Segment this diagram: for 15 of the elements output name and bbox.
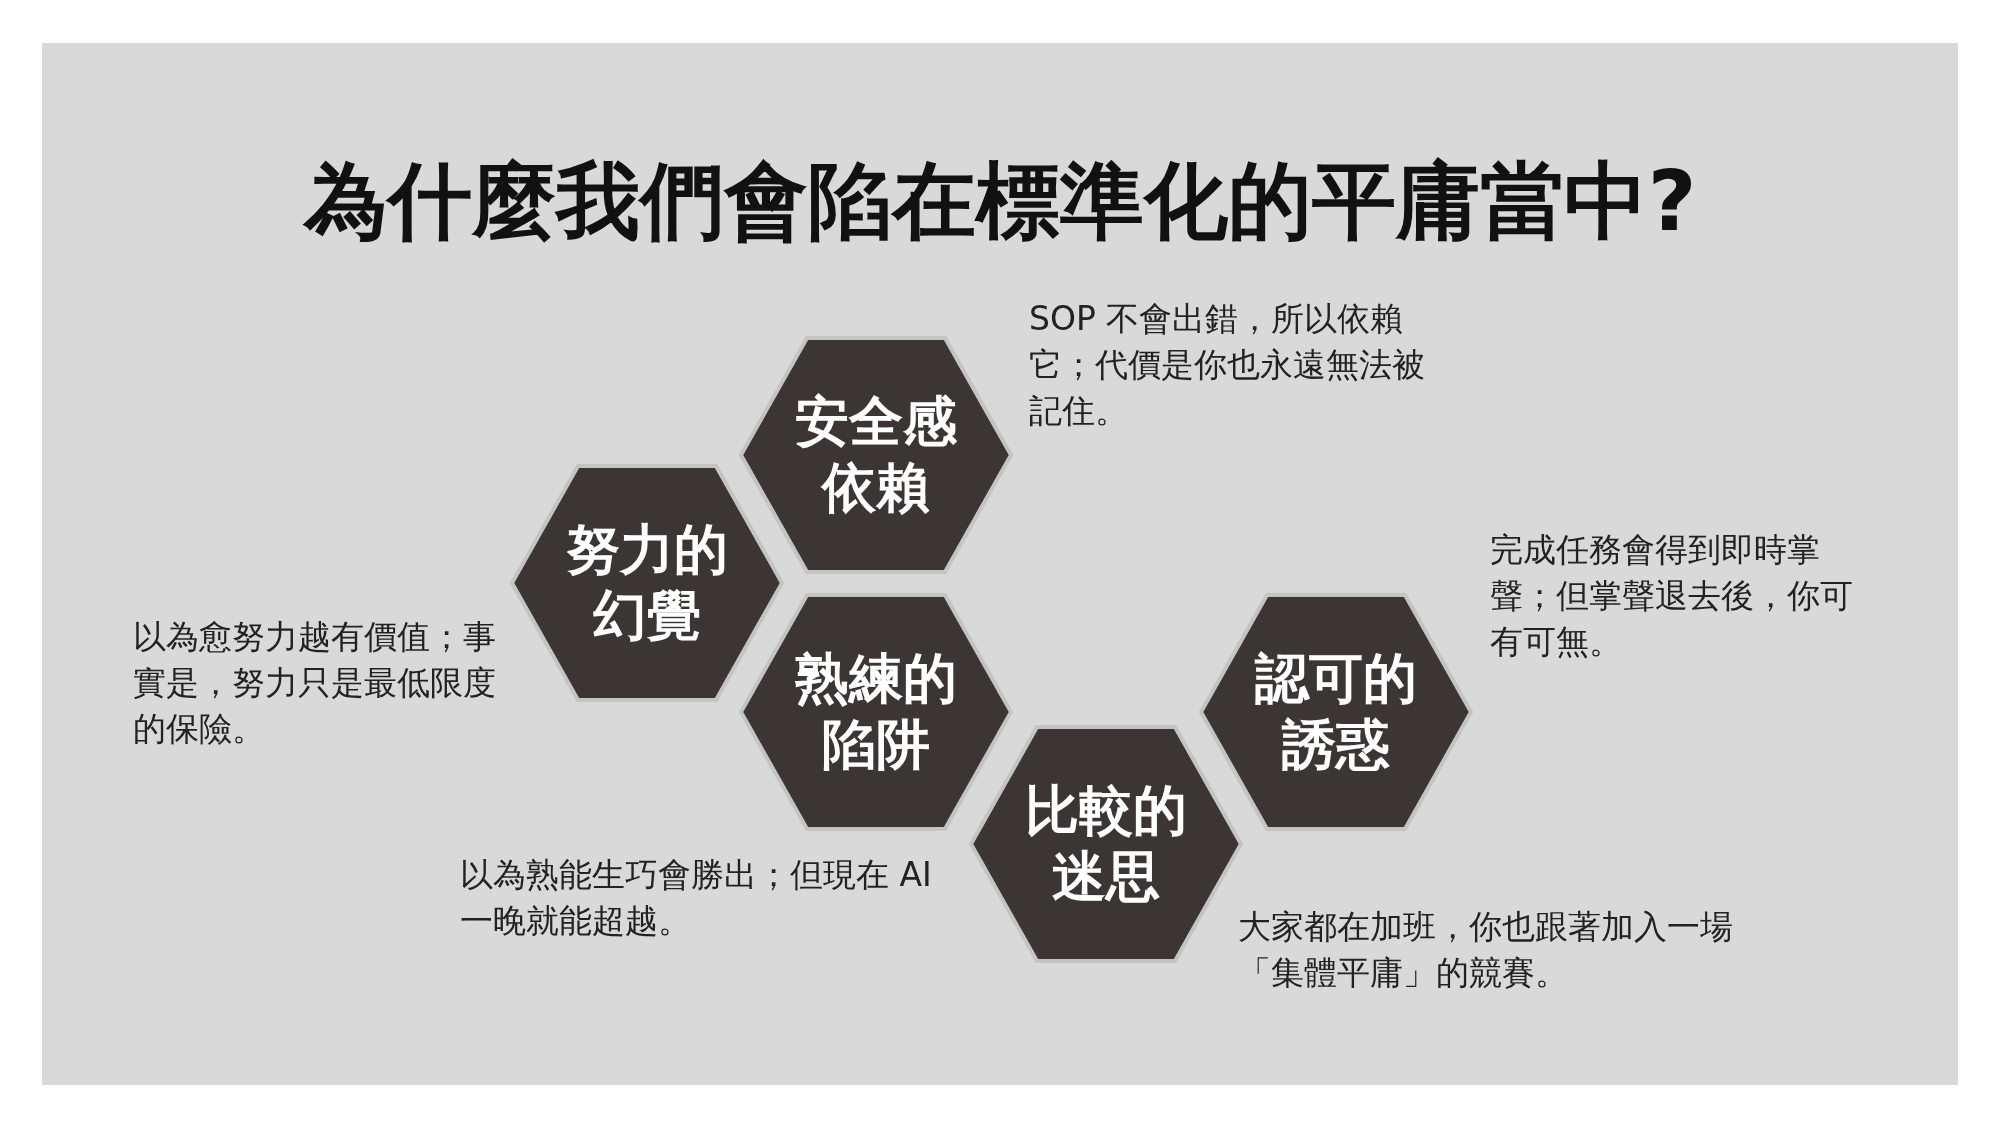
description-text: SOP 不會出錯，所以依賴它；代價是你也永遠無法被記住。 bbox=[1029, 298, 1426, 432]
hexagon bbox=[509, 463, 785, 703]
description-text: 以為愈努力越有價值；事實是，努力只是最低限度的保險。 bbox=[133, 616, 497, 750]
hexagon bbox=[738, 335, 1014, 575]
hexagon bbox=[1198, 592, 1474, 832]
description-text: 以為熟能生巧會勝出；但現在 AI 一晚就能超越。 bbox=[460, 854, 933, 942]
hexagon bbox=[738, 592, 1014, 832]
hexagon-label: 安全感依賴 bbox=[794, 389, 958, 521]
hexagon-label: 熟練的陷阱 bbox=[794, 646, 958, 778]
hexagon-label: 認可的誘惑 bbox=[1253, 646, 1418, 778]
description-text: 完成任務會得到即時掌聲；但掌聲退去後，你可有可無。 bbox=[1490, 529, 1854, 663]
hexagon-label: 比較的迷思 bbox=[1024, 778, 1188, 910]
title: 為什麼我們會陷在標準化的平庸當中? bbox=[301, 151, 1698, 252]
hexagon-label: 努力的幻覺 bbox=[565, 517, 729, 649]
description-text: 大家都在加班，你也跟著加入一場「集體平庸」的競賽。 bbox=[1238, 906, 1734, 994]
